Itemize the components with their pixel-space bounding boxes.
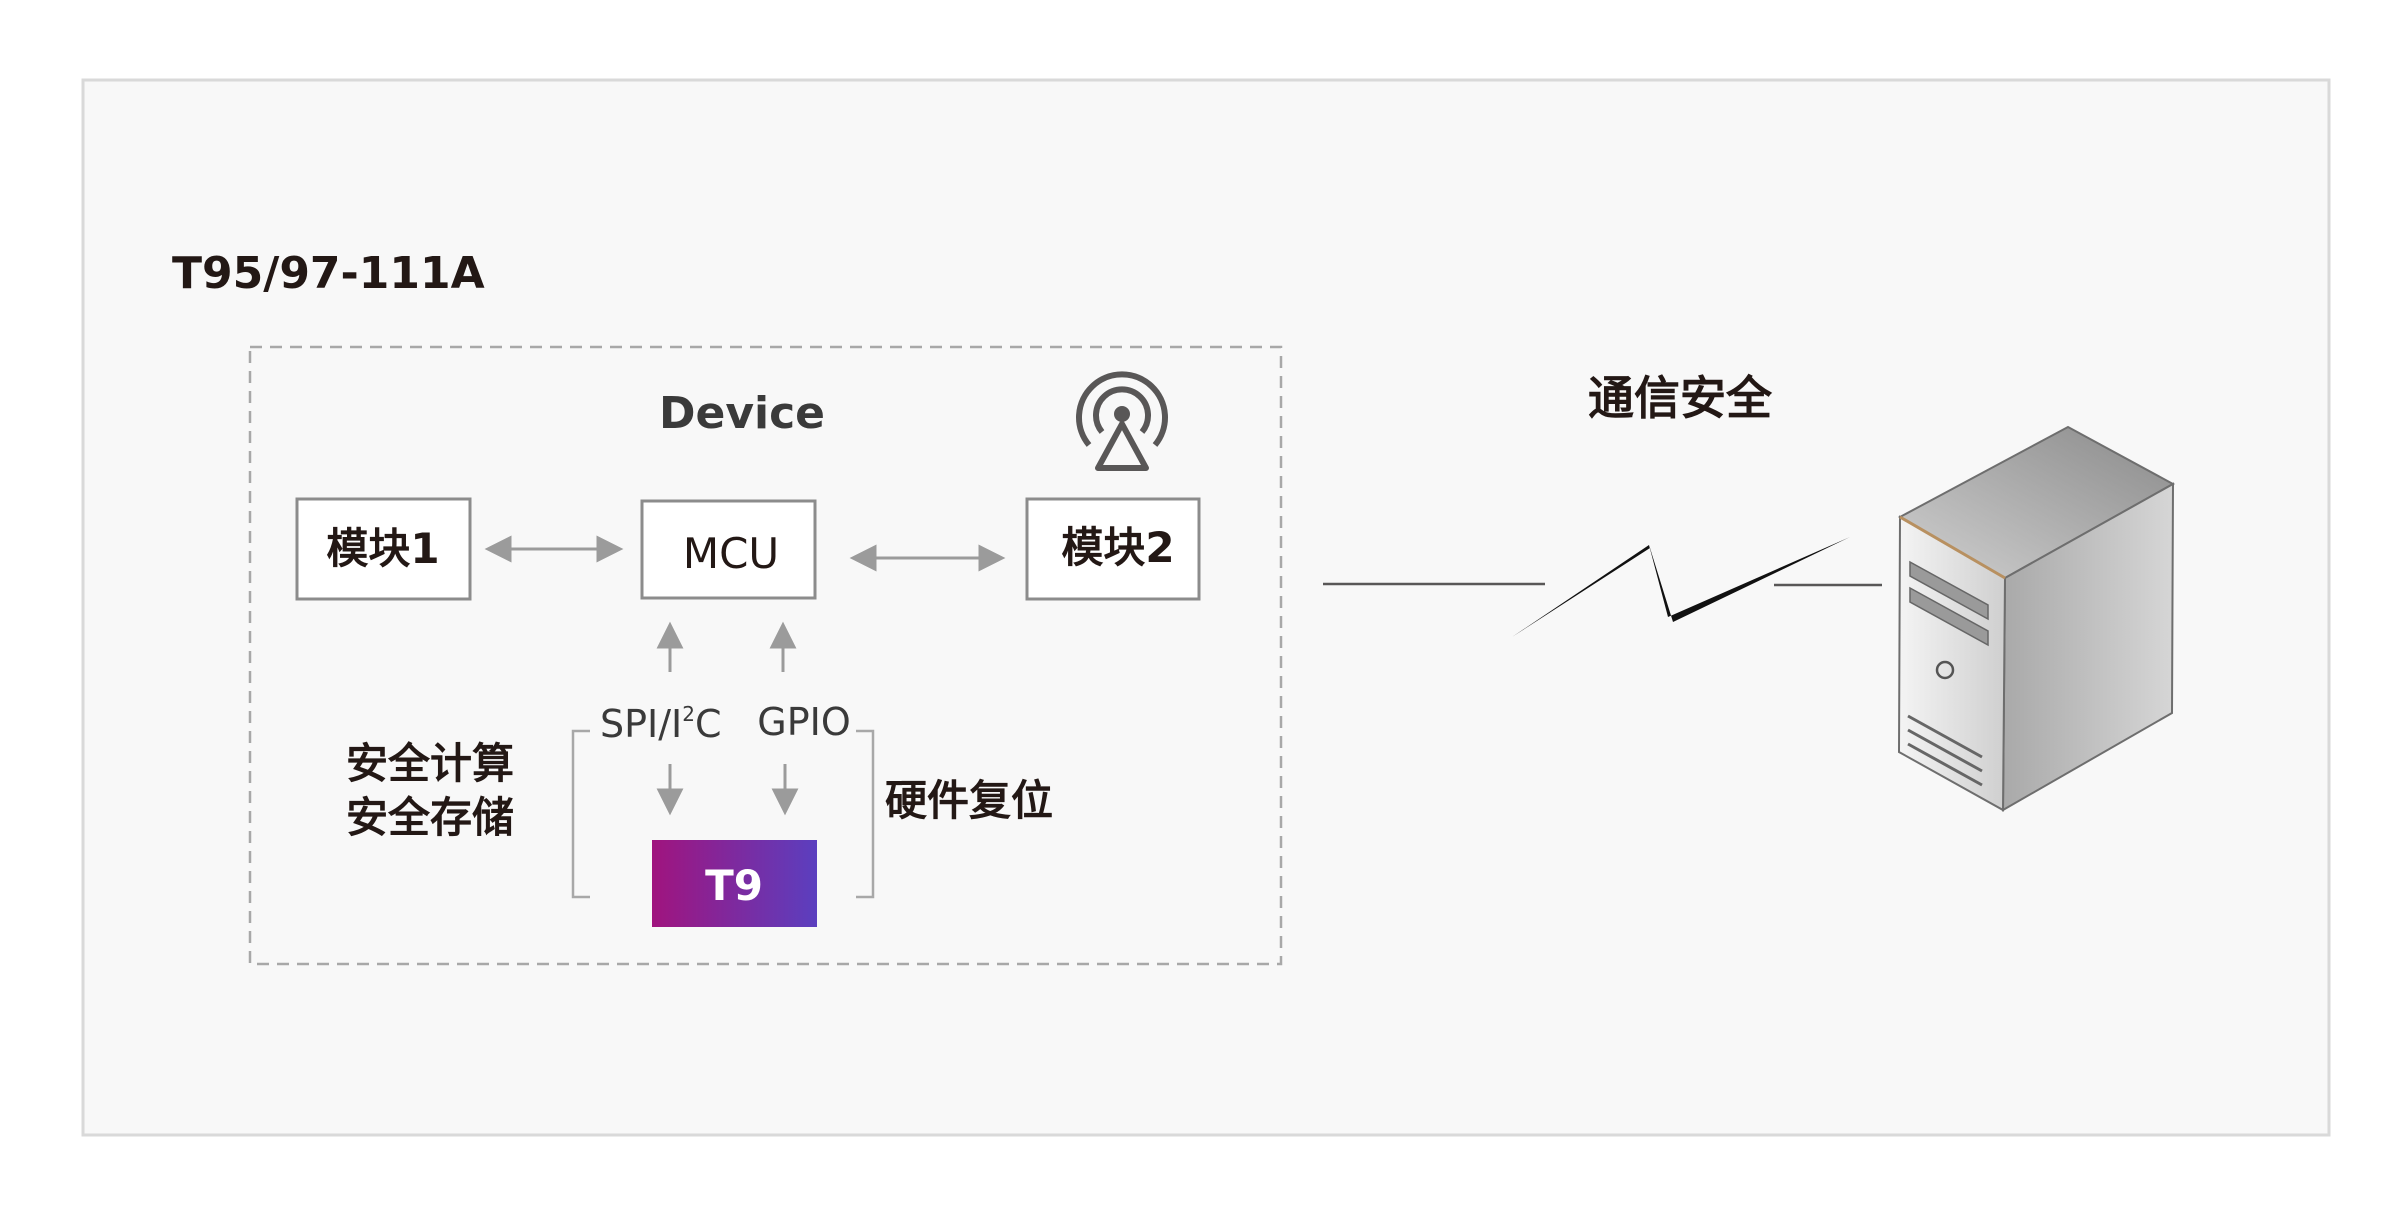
module1-label: 模块1 bbox=[326, 524, 439, 573]
comm-security-label: 通信安全 bbox=[1588, 371, 1773, 425]
security-storage-label: 安全存储 bbox=[346, 793, 514, 842]
mcu-label: MCU bbox=[683, 529, 779, 578]
t9-chip-label: T9 bbox=[705, 861, 763, 910]
lightning-link-icon bbox=[1512, 537, 1850, 637]
module1-box: 模块1 bbox=[295, 497, 472, 601]
device-boundary bbox=[248, 345, 1283, 966]
mcu-box: MCU bbox=[640, 499, 817, 600]
t9-chip: T9 bbox=[652, 840, 817, 927]
module2-label: 模块2 bbox=[1061, 523, 1174, 572]
right-bracket bbox=[856, 729, 875, 899]
antenna-icon bbox=[1076, 371, 1168, 471]
gpio-label: GPIO bbox=[757, 700, 850, 744]
module2-box: 模块2 bbox=[1025, 497, 1201, 601]
server-icon bbox=[1897, 425, 2176, 812]
security-compute-label: 安全计算 bbox=[346, 739, 514, 788]
hardware-reset-label: 硬件复位 bbox=[885, 776, 1053, 825]
device-label: Device bbox=[659, 388, 825, 439]
left-bracket bbox=[571, 729, 590, 899]
product-label: T95/97-111A bbox=[172, 248, 485, 299]
bus-label: SPI/I2C bbox=[600, 702, 722, 746]
